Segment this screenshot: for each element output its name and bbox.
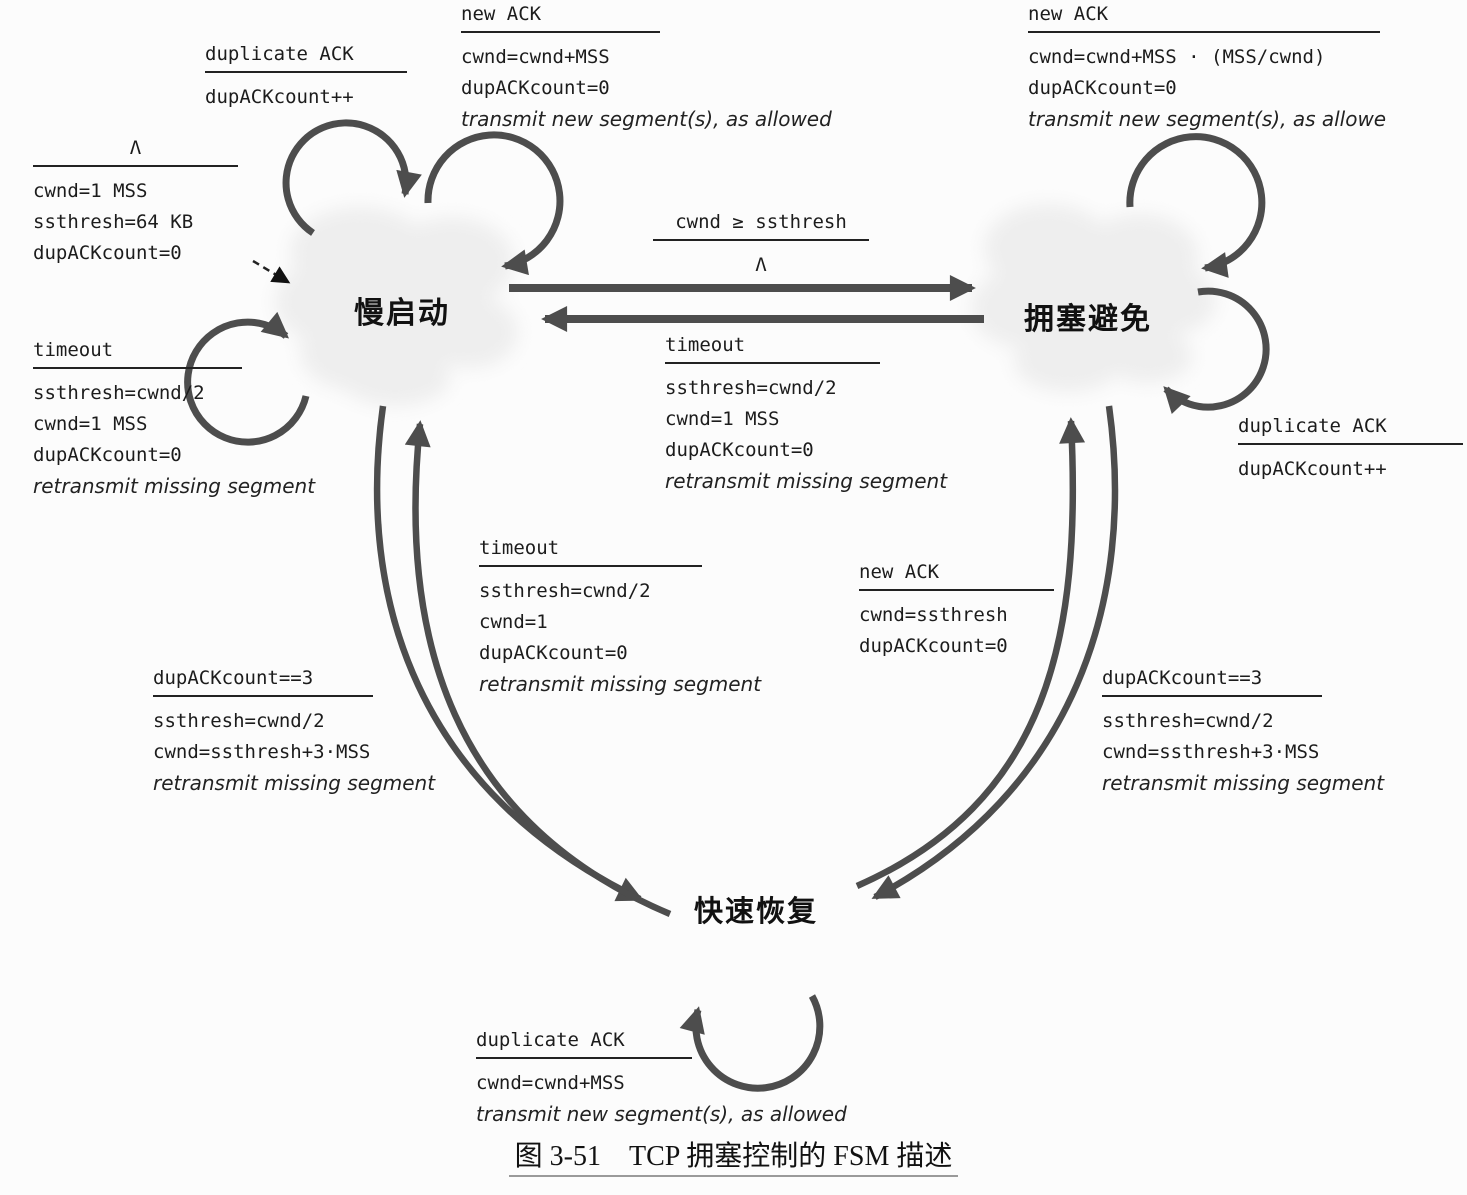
label-line: dupACKcount=0: [461, 77, 610, 99]
label-line: dupACKcount=0: [479, 642, 628, 664]
label-initial-condition: Λ cwnd=1 MSS ssthresh=64 KB dupACKcount=…: [33, 136, 238, 269]
label-ca-timeout: timeout ssthresh=cwnd/2 cwnd=1 MSS dupAC…: [665, 333, 947, 497]
label-action: retransmit missing segment: [1102, 771, 1385, 795]
label-title: cwnd ≥ ssthresh: [653, 210, 869, 241]
label-fr-new-ack: new ACK cwnd=ssthresh dupACKcount=0: [859, 560, 1054, 662]
transition-arrow-fr-to-ca: [855, 417, 1086, 889]
label-ss-new-ack: new ACK cwnd=cwnd+MSS dupACKcount=0 tran…: [461, 2, 832, 135]
label-line: cwnd=ssthresh+3·MSS: [153, 741, 371, 763]
label-line: dupACKcount=0: [33, 242, 182, 264]
label-line: dupACKcount=0: [33, 444, 182, 466]
label-title: duplicate ACK: [205, 42, 407, 73]
label-ca-new-ack: new ACK cwnd=cwnd+MSS · (MSS/cwnd) dupAC…: [1028, 2, 1386, 135]
label-ss-timeout: timeout ssthresh=cwnd/2 cwnd=1 MSS dupAC…: [33, 338, 315, 502]
label-line: ssthresh=cwnd/2: [665, 377, 837, 399]
label-line: ssthresh=cwnd/2: [479, 580, 651, 602]
ss-new-ack-selfloop-arrow: [424, 131, 564, 276]
label-ca-duplicate-ack: duplicate ACK dupACKcount++: [1238, 414, 1463, 485]
label-line: cwnd=1 MSS: [33, 413, 148, 435]
label-line: cwnd=cwnd+MSS: [476, 1072, 625, 1094]
label-line: Λ: [755, 254, 767, 276]
label-title: timeout: [33, 338, 242, 369]
label-line: dupACKcount=0: [859, 635, 1008, 657]
label-line: cwnd=ssthresh+3·MSS: [1102, 741, 1320, 763]
label-title: dupACKcount==3: [153, 666, 373, 697]
label-title: duplicate ACK: [1238, 414, 1463, 445]
label-line: dupACKcount++: [205, 86, 354, 108]
label-action: transmit new segment(s), as allowed: [461, 107, 832, 131]
label-ca-dupackcount3: dupACKcount==3 ssthresh=cwnd/2 cwnd=ssth…: [1102, 666, 1384, 799]
label-action: retransmit missing segment: [33, 474, 316, 498]
label-title: new ACK: [1028, 2, 1380, 33]
label-title: new ACK: [461, 2, 660, 33]
figure-caption: 图 3-51 TCP 拥塞控制的 FSM 描述: [0, 1134, 1467, 1177]
label-line: cwnd=1: [479, 611, 548, 633]
label-line: cwnd=cwnd+MSS: [461, 46, 610, 68]
label-title: timeout: [479, 536, 702, 567]
congestion-avoidance-cloud: [971, 204, 1216, 392]
label-title: dupACKcount==3: [1102, 666, 1322, 697]
label-fr-timeout: timeout ssthresh=cwnd/2 cwnd=1 dupACKcou…: [479, 536, 761, 700]
label-line: cwnd=ssthresh: [859, 604, 1008, 626]
state-fast-recovery: 快速恢复: [693, 896, 818, 928]
state-slow-start: 慢启动: [354, 297, 450, 330]
label-ss-to-ca: cwnd ≥ ssthresh Λ: [653, 210, 869, 281]
label-line: dupACKcount++: [1238, 458, 1387, 480]
label-line: dupACKcount=0: [1028, 77, 1177, 99]
label-fr-duplicate-ack: duplicate ACK cwnd=cwnd+MSS transmit new…: [476, 1028, 847, 1130]
ss-timeout-selfloop-arrow: [184, 311, 310, 446]
fr-duplicate-ack-selfloop-arrow: [679, 994, 824, 1092]
label-title: duplicate ACK: [476, 1028, 692, 1059]
label-line: dupACKcount=0: [665, 439, 814, 461]
transition-arrow-fr-to-ss: [404, 420, 672, 917]
label-ss-duplicate-ack: duplicate ACK dupACKcount++: [205, 42, 407, 113]
label-action: transmit new segment(s), as allowe: [1028, 107, 1387, 131]
state-congestion-avoidance: 拥塞避免: [1024, 303, 1152, 336]
label-ss-dupackcount3: dupACKcount==3 ssthresh=cwnd/2 cwnd=ssth…: [153, 666, 435, 799]
label-action: transmit new segment(s), as allowed: [476, 1102, 847, 1126]
label-action: retransmit missing segment: [665, 469, 948, 493]
label-action: retransmit missing segment: [153, 771, 436, 795]
label-line: cwnd=1 MSS: [33, 180, 148, 202]
label-line: cwnd=cwnd+MSS · (MSS/cwnd): [1028, 46, 1326, 68]
label-line: ssthresh=cwnd/2: [33, 382, 205, 404]
label-line: ssthresh=64 KB: [33, 211, 194, 233]
label-line: ssthresh=cwnd/2: [153, 710, 325, 732]
ss-duplicate-ack-selfloop-arrow: [282, 119, 422, 236]
label-line: cwnd=1 MSS: [665, 408, 780, 430]
transition-arrow-ca-to-fr: [871, 405, 1119, 900]
ca-new-ack-selfloop-arrow: [1126, 133, 1266, 278]
label-title: new ACK: [859, 560, 1054, 591]
label-action: retransmit missing segment: [479, 672, 762, 696]
slow-start-cloud: [275, 207, 518, 406]
initial-state-dashed-arrow: [252, 259, 291, 284]
label-title: timeout: [665, 333, 880, 364]
label-line: ssthresh=cwnd/2: [1102, 710, 1274, 732]
figure-caption-text: 图 3-51 TCP 拥塞控制的 FSM 描述: [508, 1141, 959, 1177]
label-title: Λ: [33, 136, 238, 167]
ca-duplicate-ack-selfloop-arrow: [1163, 287, 1270, 414]
